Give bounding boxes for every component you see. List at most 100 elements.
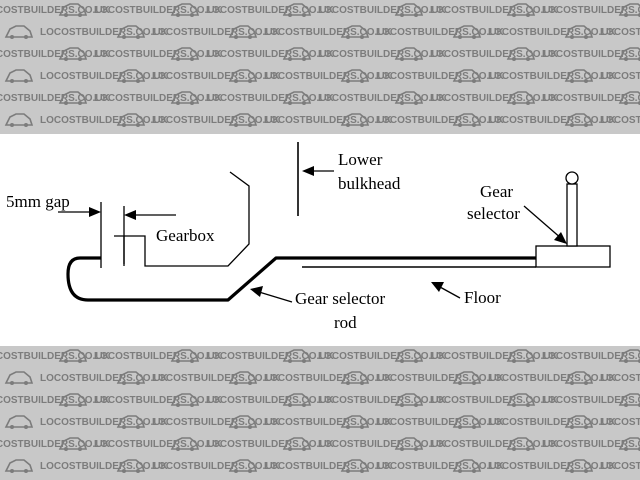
watermark-logo: LOCOSTBUILDERS.CO.UK (502, 434, 640, 456)
watermark-logo: LOCOSTBUILDERS.CO.UK (390, 0, 558, 22)
watermark-logo: LOCOSTBUILDERS.CO.UK (278, 390, 446, 412)
watermark-text: LOCOSTBUILDERS.CO.UK (600, 461, 640, 472)
watermark-text: LOCOSTBUILDERS.CO.UK (206, 439, 334, 450)
watermark-logo: LOCOSTBUILDERS.CO.UK (390, 88, 558, 110)
watermark-logo: LOCOSTBUILDERS.CO.UK (560, 110, 640, 132)
watermark-logo: LOCOSTBUILDERS.CO.UK (166, 88, 334, 110)
watermark-text: LOCOSTBUILDERS.CO.UK (0, 351, 110, 362)
watermark-text: LOCOSTBUILDERS.CO.UK (488, 71, 616, 82)
watermark-logo: LOCOSTBUILDERS.CO.UK (336, 368, 504, 390)
watermark-logo: LOCOSTBUILDERS.CO.UK (448, 456, 616, 478)
watermark-text: LOCOSTBUILDERS.CO.UK (376, 27, 504, 38)
gearbox-bracket (114, 235, 125, 264)
watermark-text: LOCOSTBUILDERS.CO.UK (206, 5, 334, 16)
watermark-logo: LOCOSTBUILDERS.CO.UK (278, 44, 446, 66)
watermark-text: LOCOSTBUILDERS.CO.UK (264, 417, 392, 428)
floor-label: Floor (464, 288, 501, 307)
watermark-logo: LOCOSTBUILDERS.CO.UK (278, 0, 446, 22)
watermark-text: LOCOSTBUILDERS.CO.UK (264, 461, 392, 472)
watermark-text: LOCOSTBUILDERS.CO.UK (376, 417, 504, 428)
watermark-logo: LOCOSTBUILDERS.CO.UK (502, 0, 640, 22)
watermark-text: LOCOSTBUILDERS.CO.UK (430, 439, 558, 450)
gear-selector-rod (66, 256, 536, 302)
watermark-text: LOCOSTBUILDERS.CO.UK (488, 461, 616, 472)
watermark-text: LOCOSTBUILDERS.CO.UK (488, 417, 616, 428)
watermark-logo: LOCOSTBUILDERS.CO.UK (0, 412, 168, 434)
watermark-text: LOCOSTBUILDERS.CO.UK (430, 49, 558, 60)
watermark-text: LOCOSTBUILDERS.CO.UK (430, 5, 558, 16)
watermark-text: LOCOSTBUILDERS.CO.UK (600, 27, 640, 38)
watermark-logo: LOCOSTBUILDERS.CO.UK (336, 456, 504, 478)
watermark-logo: LOCOSTBUILDERS.CO.UK (390, 390, 558, 412)
watermark-text: LOCOSTBUILDERS.CO.UK (94, 439, 222, 450)
watermark-text: LOCOSTBUILDERS.CO.UK (206, 395, 334, 406)
gear-lever (566, 183, 578, 247)
watermark-text: LOCOSTBUILDERS.CO.UK (318, 439, 446, 450)
watermark-text: LOCOSTBUILDERS.CO.UK (264, 373, 392, 384)
lower-bulkhead-arrow (302, 166, 334, 176)
watermark-logo: LOCOSTBUILDERS.CO.UK (166, 390, 334, 412)
watermark-text: LOCOSTBUILDERS.CO.UK (152, 27, 280, 38)
lower-bulkhead-label-line2: bulkhead (338, 174, 401, 193)
watermark-text: LOCOSTBUILDERS.CO.UK (318, 49, 446, 60)
watermark-logo: LOCOSTBUILDERS.CO.UK (0, 434, 110, 456)
watermark-logo: LOCOSTBUILDERS.CO.UK (614, 44, 640, 66)
watermark-text: LOCOSTBUILDERS.CO.UK (94, 93, 222, 104)
watermark-text: LOCOSTBUILDERS.CO.UK (430, 93, 558, 104)
watermark-text: LOCOSTBUILDERS.CO.UK (264, 115, 392, 126)
watermark-logo: LOCOSTBUILDERS.CO.UK (502, 346, 640, 368)
watermark-text: LOCOSTBUILDERS.CO.UK (152, 417, 280, 428)
watermark-text: LOCOSTBUILDERS.CO.UK (0, 439, 110, 450)
watermark-logo: LOCOSTBUILDERS.CO.UK (0, 368, 168, 390)
watermark-logo: LOCOSTBUILDERS.CO.UK (112, 368, 280, 390)
watermark-logo: LOCOSTBUILDERS.CO.UK (278, 88, 446, 110)
gap-label: 5mm gap (6, 192, 70, 211)
watermark-logo: LOCOSTBUILDERS.CO.UK (502, 390, 640, 412)
watermark-text: LOCOSTBUILDERS.CO.UK (542, 439, 640, 450)
watermark-logo: LOCOSTBUILDERS.CO.UK (390, 434, 558, 456)
gear-selector-label-line1: Gear (480, 182, 514, 201)
watermark-logo: LOCOSTBUILDERS.CO.UK (336, 412, 504, 434)
watermark-text: LOCOSTBUILDERS.CO.UK (430, 351, 558, 362)
watermark-text: LOCOSTBUILDERS.CO.UK (542, 351, 640, 362)
watermark-logo: LOCOSTBUILDERS.CO.UK (0, 22, 168, 44)
watermark-text: LOCOSTBUILDERS.CO.UK (318, 351, 446, 362)
watermark-text: LOCOSTBUILDERS.CO.UK (206, 49, 334, 60)
watermark-logo: LOCOSTBUILDERS.CO.UK (224, 22, 392, 44)
watermark-logo: LOCOSTBUILDERS.CO.UK (112, 456, 280, 478)
watermark-text: LOCOSTBUILDERS.CO.UK (0, 5, 110, 16)
watermark-text: LOCOSTBUILDERS.CO.UK (318, 395, 446, 406)
watermark-logo: LOCOSTBUILDERS.CO.UK (112, 412, 280, 434)
watermark-text: LOCOSTBUILDERS.CO.UK (264, 71, 392, 82)
watermark-text: LOCOSTBUILDERS.CO.UK (206, 93, 334, 104)
watermark-text: LOCOSTBUILDERS.CO.UK (600, 115, 640, 126)
gear-selector-base (535, 245, 611, 268)
watermark-logo: LOCOSTBUILDERS.CO.UK (112, 110, 280, 132)
rod-arrow (250, 286, 293, 303)
watermark-logo: LOCOSTBUILDERS.CO.UK (448, 412, 616, 434)
watermark-text: LOCOSTBUILDERS.CO.UK (542, 5, 640, 16)
watermark-text: LOCOSTBUILDERS.CO.UK (542, 395, 640, 406)
watermark-logo: LOCOSTBUILDERS.CO.UK (224, 368, 392, 390)
watermark-logo: LOCOSTBUILDERS.CO.UK (166, 0, 334, 22)
watermark-text: LOCOSTBUILDERS.CO.UK (40, 115, 168, 126)
lower-bulkhead-label-line1: Lower (338, 150, 383, 169)
watermark-text: LOCOSTBUILDERS.CO.UK (600, 373, 640, 384)
watermark-text: LOCOSTBUILDERS.CO.UK (376, 461, 504, 472)
watermark-text: LOCOSTBUILDERS.CO.UK (318, 5, 446, 16)
watermark-text: LOCOSTBUILDERS.CO.UK (318, 93, 446, 104)
watermark-logo: LOCOSTBUILDERS.CO.UK (560, 22, 640, 44)
watermark-text: LOCOSTBUILDERS.CO.UK (94, 395, 222, 406)
watermark-logo: LOCOSTBUILDERS.CO.UK (448, 22, 616, 44)
watermark-logo: LOCOSTBUILDERS.CO.UK (336, 110, 504, 132)
watermark-logo: LOCOSTBUILDERS.CO.UK (502, 88, 640, 110)
watermark-logo: LOCOSTBUILDERS.CO.UK (54, 0, 222, 22)
watermark-text: LOCOSTBUILDERS.CO.UK (206, 351, 334, 362)
watermark-text: LOCOSTBUILDERS.CO.UK (600, 71, 640, 82)
floor-arrow (431, 282, 461, 299)
watermark-logo: LOCOSTBUILDERS.CO.UK (0, 456, 168, 478)
watermark-text: LOCOSTBUILDERS.CO.UK (542, 93, 640, 104)
watermark-logo: LOCOSTBUILDERS.CO.UK (0, 88, 110, 110)
watermark-logo: LOCOSTBUILDERS.CO.UK (336, 66, 504, 88)
watermark-text: LOCOSTBUILDERS.CO.UK (376, 373, 504, 384)
